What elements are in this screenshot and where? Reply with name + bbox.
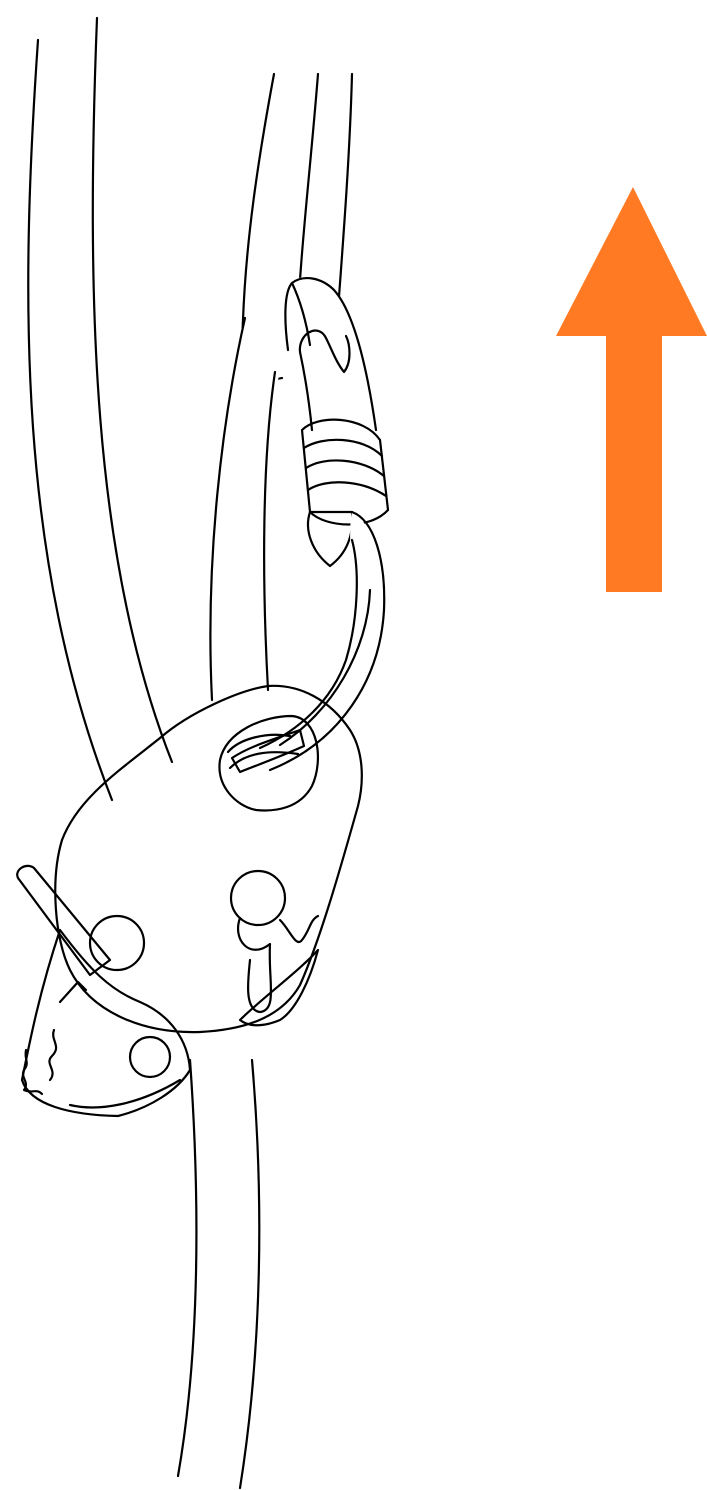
rivet-left: [90, 916, 144, 970]
cam-pivot-rivet: [130, 1037, 170, 1077]
cam-lever: [17, 866, 190, 1116]
arrow-up-icon: [556, 187, 707, 592]
rope-strand-left: [28, 18, 172, 800]
rivet-right: [231, 871, 285, 925]
rope-strand-lower: [178, 1060, 259, 1490]
